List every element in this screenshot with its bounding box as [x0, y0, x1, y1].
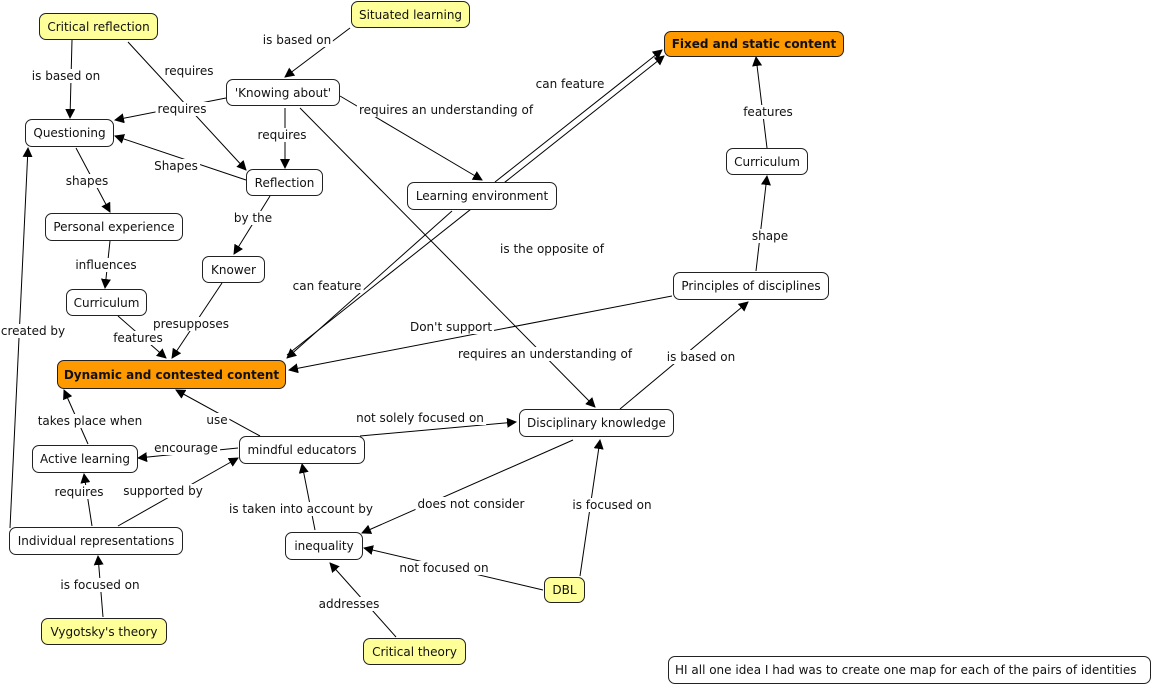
concept-reflection[interactable]: Reflection: [246, 169, 323, 196]
edge-inequality-mindful: [298, 463, 316, 531]
edge-reflection-knower: [233, 195, 271, 255]
concept-dynamic-contested-content[interactable]: Dynamic and contested content: [57, 360, 286, 389]
link-label: requires: [162, 64, 216, 78]
concept-questioning[interactable]: Questioning: [25, 119, 114, 147]
concept-critical-theory[interactable]: Critical theory: [363, 638, 466, 665]
edge-indiv-questioning: [9, 147, 33, 529]
concept-situated-learning[interactable]: Situated learning: [351, 1, 470, 28]
link-label: does not consider: [415, 497, 527, 511]
link-label: Shapes: [152, 159, 200, 173]
link-label: is based on: [29, 69, 103, 83]
concept-active-learning[interactable]: Active learning: [32, 445, 138, 473]
link-label: requires: [52, 485, 106, 499]
link-label: addresses: [316, 597, 382, 611]
link-label: features: [741, 105, 795, 119]
concept-critical-reflection[interactable]: Critical reflection: [39, 13, 158, 40]
edge-reflection-questioning: [114, 134, 247, 181]
link-label: influences: [73, 258, 139, 272]
link-label: use: [204, 413, 230, 427]
concept-vygotskys-theory[interactable]: Vygotsky's theory: [41, 618, 167, 645]
edge-situated-knowing: [284, 27, 351, 78]
link-label: supported by: [121, 484, 205, 498]
concept-fixed-static-content[interactable]: Fixed and static content: [664, 31, 844, 57]
edge-learnenv-fixed: [494, 49, 663, 183]
link-label: is taken into account by: [227, 502, 375, 516]
link-label: Don't support: [407, 320, 495, 334]
comment-note[interactable]: HI all one idea I had was to create one …: [668, 656, 1151, 684]
concept-principles-of-disciplines[interactable]: Principles of disciplines: [673, 272, 829, 300]
link-label: shapes: [63, 174, 111, 188]
link-label: can feature: [533, 77, 607, 91]
edge-mindful-disc: [359, 417, 517, 437]
link-label: is based on: [664, 350, 738, 364]
link-label: is the opposite of: [498, 242, 606, 256]
link-label: created by: [0, 324, 68, 338]
link-label: can feature: [290, 279, 364, 293]
link-label: takes place when: [35, 414, 145, 428]
edge-knowing-disc: [299, 107, 596, 408]
link-label: requires an understanding of: [356, 103, 536, 117]
link-label: features: [111, 331, 165, 345]
edge-disc-inequality: [361, 439, 574, 534]
link-label: shape: [749, 229, 791, 243]
link-label: requires: [255, 128, 309, 142]
link-label: not focused on: [397, 561, 491, 575]
concept-curriculum-right[interactable]: Curriculum: [726, 148, 808, 175]
link-label: by the: [231, 211, 275, 225]
concept-individual-representations[interactable]: Individual representations: [9, 527, 183, 555]
concept-learning-environment[interactable]: Learning environment: [407, 182, 557, 210]
link-label: encourage: [152, 441, 220, 455]
concept-inequality[interactable]: inequality: [285, 532, 363, 560]
concept-personal-experience[interactable]: Personal experience: [45, 213, 183, 241]
link-label: requires: [155, 102, 209, 116]
concept-disciplinary-knowledge[interactable]: Disciplinary knowledge: [519, 409, 674, 437]
edge-principles-curr: [755, 175, 771, 272]
link-label: is based on: [260, 33, 334, 47]
concept-curriculum-left[interactable]: Curriculum: [66, 289, 147, 316]
link-label: requires an understanding of: [455, 347, 635, 361]
concept-knowing-about[interactable]: 'Knowing about': [226, 79, 340, 106]
concept-mindful-educators[interactable]: mindful educators: [239, 436, 365, 464]
edge-curr-fixed: [752, 56, 768, 149]
concept-knower[interactable]: Knower: [202, 256, 265, 283]
edge-indiv-active: [80, 473, 93, 527]
concept-dbl[interactable]: DBL: [544, 577, 585, 603]
link-label: presupposes: [151, 317, 231, 331]
link-label: is focused on: [58, 578, 142, 592]
link-label: not solely focused on: [354, 411, 486, 425]
link-label: is focused on: [570, 498, 654, 512]
